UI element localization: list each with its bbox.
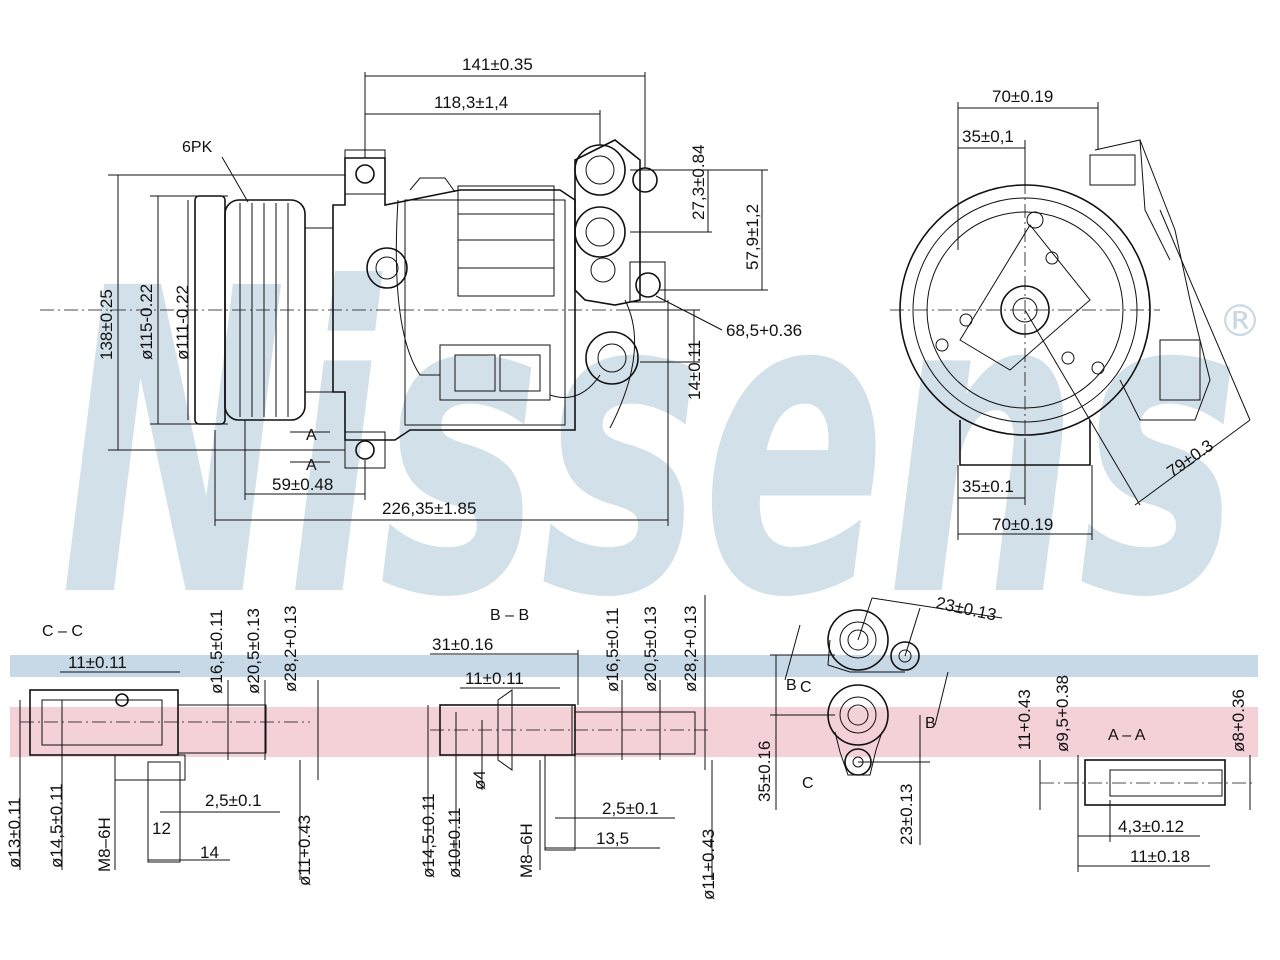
watermark-brand: Nissens [60,201,1240,690]
cc-d14-5: ø14,5±0.11 [47,783,66,868]
bb-d11: ø11+0.43 [699,829,718,900]
aa-len11: 11±0.18 [1130,847,1190,866]
mark-c-top: C [800,679,812,696]
watermark: Nissens ® [10,201,1262,757]
aa-d8: ø8+0.36 [1229,689,1248,752]
compressor-body [332,139,666,469]
dim-226: 226,35±1.85 [382,499,476,518]
bb-d28-2: ø28,2+0.13 [681,606,700,693]
aa-len4-3: 4,3±0.12 [1118,817,1184,836]
dim-57: 57,9±1,2 [743,204,762,270]
dim-118: 118,3±1,4 [434,93,508,112]
dim-111: ø111-0.22 [173,285,192,360]
aa-d9-5: ø9,5+0.38 [1053,675,1072,752]
bb-thread: M8–6H [517,823,536,878]
cc-len2-5: 2,5±0.1 [205,791,262,810]
cc-d28-2: ø28,2+0.13 [281,606,300,693]
bb-d10: ø10±0.11 [445,808,464,878]
mark-b-right: B [925,715,936,732]
aa-d11: 11+0.43 [1015,689,1034,750]
cc-d13: ø13±0.11 [5,798,24,868]
cc-len14: 14 [200,843,219,862]
registered-mark: ® [1218,296,1262,347]
bb-len31: 31±0.16 [432,635,493,654]
mark-b-left: B [786,677,797,694]
bb-len2-5: 2,5±0.1 [602,799,659,818]
bb-d20-5: ø20,5±0.13 [641,606,660,692]
section-mark-a1: A [306,427,317,444]
pulley-label: 6PK [182,139,213,156]
bb-d14-5: ø14,5±0.11 [419,793,438,878]
section-aa: A – A 11+0.43 ø9,5+0.38 ø8+0.36 4,3±0.12… [1015,675,1255,872]
ports-dim-35: 35±0.16 [755,741,774,802]
cc-len11: 11±0.11 [68,653,127,672]
dim-138: 138±0.25 [97,289,116,360]
section-cc-title: C – C [42,623,83,640]
cc-d11: ø11+0.43 [295,815,314,886]
bb-len13-5: 13,5 [596,829,629,848]
ports-dim-23-bottom: 23±0.13 [897,784,916,845]
dim-59: 59±0.48 [272,475,333,494]
bb-len11: 11±0.11 [465,669,524,688]
section-mark-a2: A [306,457,317,474]
watermark-blue-band [10,655,1258,677]
dim-35-bottom: 35±0.1 [962,477,1014,496]
bb-d4: ø4 [470,770,489,790]
section-aa-title: A – A [1108,727,1146,744]
dim-115: ø115-0.22 [137,284,156,360]
dim-14: 14±0.11 [685,340,704,400]
cc-d20-5: ø20,5±0.13 [244,608,263,694]
main-view: A A 6PK 141±0.35 118,3±1,4 138±0.25 ø115… [40,55,802,526]
dim-70-top: 70±0.19 [992,87,1053,106]
dim-141: 141±0.35 [462,55,533,74]
bb-d16-5: ø16,5±0.11 [603,607,622,692]
section-cc: C – C ø16,5±0.11 ø20,5±0.13 ø28,2+0.13 1… [5,606,319,886]
section-bb-title: B – B [490,607,529,624]
ports-view: B B C C 23±0.13 35±0.16 23±0.13 [755,593,1003,845]
section-bb: B – B 31±0.16 11±0.11 ø16,5±0.11 ø20,5±0… [419,595,718,900]
dim-35-top: 35±0,1 [962,127,1014,146]
watermark-pink-band [10,707,1258,757]
cc-d16-5: ø16,5±0.11 [207,609,226,694]
dim-27: 27,3±0.84 [689,144,708,220]
cc-len12: 12 [152,819,171,838]
cc-thread: M8–6H [95,817,114,872]
mark-c-bottom: C [802,775,814,792]
dim-68: 68,5+0.36 [726,321,802,340]
dim-70-bottom: 70±0.19 [992,515,1053,534]
